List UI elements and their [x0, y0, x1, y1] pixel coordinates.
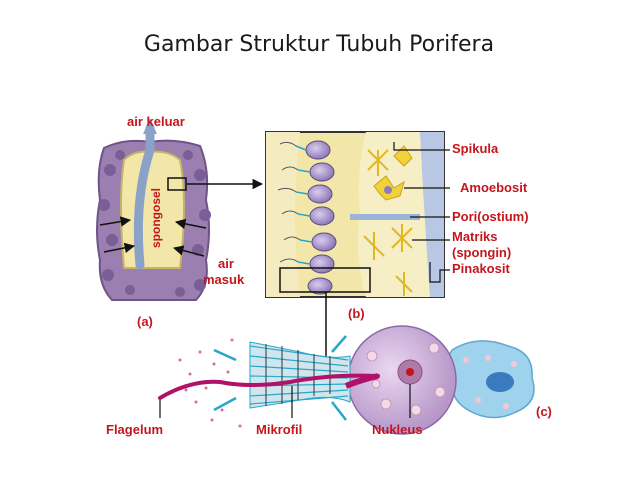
label-pori: Pori(ostium) — [452, 209, 529, 224]
label-panel-c: (c) — [536, 404, 552, 419]
label-air-masuk-2: masuk — [203, 272, 245, 287]
label-nukleus: Nukleus — [372, 422, 423, 437]
pore-channel — [350, 214, 420, 220]
label-flagelum: Flagelum — [106, 422, 163, 437]
panel-a-sponge: air keluar spongosel air masuk (a) — [97, 114, 245, 329]
label-mikrofil: Mikrofil — [256, 422, 302, 437]
label-panel-b: (b) — [348, 306, 365, 321]
label-amoebosit: Amoebosit — [460, 180, 528, 195]
label-spikula: Spikula — [452, 141, 499, 156]
label-pinakosit: Pinakosit — [452, 261, 510, 276]
label-air-keluar: air keluar — [127, 114, 185, 129]
label-air-masuk-1: air — [218, 256, 234, 271]
label-matriks-2: (spongin) — [452, 245, 511, 260]
panel-c-choanocyte: (c) — [160, 326, 552, 434]
panel-b-body-wall: (b) — [266, 132, 450, 321]
label-panel-a: (a) — [137, 314, 153, 329]
label-spongosel: spongosel — [149, 188, 163, 248]
label-matriks-1: Matriks — [452, 229, 498, 244]
